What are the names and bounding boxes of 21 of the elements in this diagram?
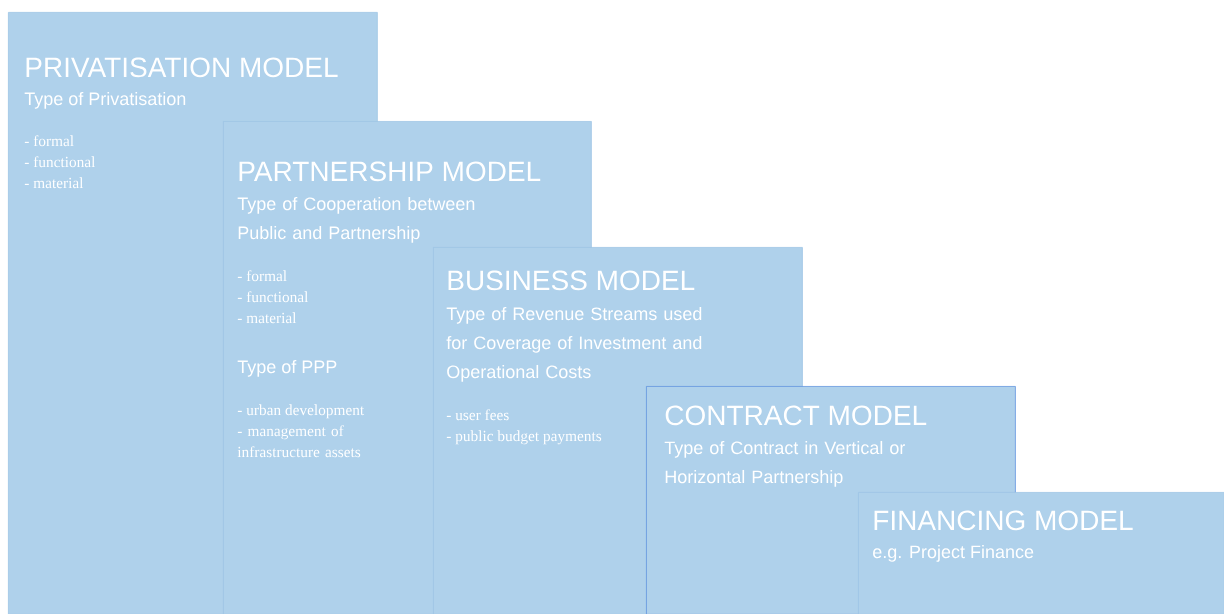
list-item: - formal <box>24 135 74 147</box>
model-heading: PARTNERSHIP MODEL <box>239 161 541 182</box>
model-subtitle: e.g. Project Finance <box>873 544 1034 562</box>
list-item: - public budget payments <box>446 430 602 445</box>
model-heading: FINANCING MODEL <box>874 510 1133 531</box>
model-subtitle: Type of Contract in Vertical or Horizontal Partnership <box>664 440 906 487</box>
model-heading: CONTRACT MODEL <box>665 405 927 426</box>
list-item: - functional <box>24 156 96 168</box>
list-item: - material <box>24 177 84 189</box>
model-heading: BUSINESS MODEL <box>448 270 695 291</box>
list-item: - formal <box>237 270 287 282</box>
model-subtitle: Type of Privatisation <box>24 91 186 109</box>
list-item: - urban development <box>237 404 365 419</box>
model-subtitle: Type of Revenue Streams used for Coverage of Investment and Operational Costs <box>446 306 702 382</box>
list-item: - functional <box>237 291 309 303</box>
list-item: - user fees <box>446 409 509 421</box>
model-subtitle: Type of PPP <box>237 360 337 377</box>
list-item: - management of infrastructure assets <box>237 425 361 458</box>
model-subtitle: Type of Cooperation between Public and Partnership <box>237 196 475 243</box>
list-item: - material <box>237 312 297 324</box>
model-heading: PRIVATISATION MODEL <box>26 57 338 78</box>
